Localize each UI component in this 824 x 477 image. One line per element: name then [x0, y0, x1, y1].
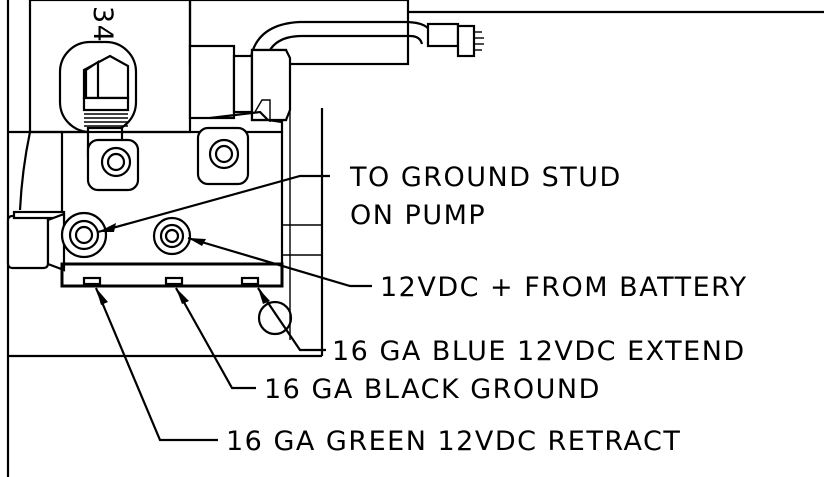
label-green-retract: 16 GA GREEN 12VDC RETRACT: [226, 426, 681, 457]
terminal-strip: [60, 262, 284, 288]
manifold-block: [60, 99, 284, 266]
electrical-connector: [6, 210, 192, 272]
label-battery-positive: 12VDC + FROM BATTERY: [380, 272, 748, 303]
hydraulic-hose: [188, 20, 484, 122]
part-number-fragment: 34: [87, 6, 118, 43]
leader-lines: [94, 174, 372, 442]
label-black-ground: 16 GA BLACK GROUND: [264, 374, 601, 405]
label-ground-stud-line2: ON PUMP: [350, 200, 486, 231]
label-blue-extend: 16 GA BLUE 12VDC EXTEND: [332, 336, 746, 367]
label-ground-stud-line1: TO GROUND STUD: [349, 162, 622, 193]
